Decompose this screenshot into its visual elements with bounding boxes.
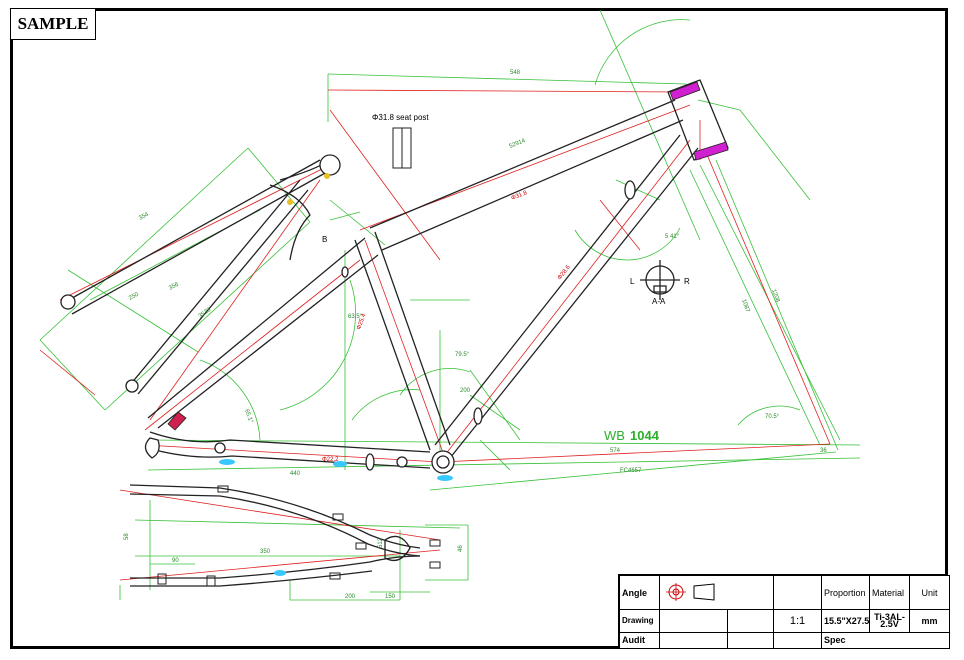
bottom-bracket	[431, 450, 455, 474]
projection-symbol	[659, 574, 774, 611]
centerlines	[39, 89, 831, 581]
frame-tubes	[64, 79, 729, 587]
chainstay-topview-upper	[129, 484, 421, 557]
dim-46: 46	[458, 545, 464, 552]
seat-stay	[147, 237, 379, 429]
dim-200b: 200	[345, 594, 356, 600]
dim-150: 150	[385, 594, 396, 600]
chain-stay	[149, 431, 431, 469]
dim-36: 36	[820, 448, 827, 454]
rear-dropout	[144, 437, 160, 459]
top-tube	[369, 99, 684, 251]
unit-value: mm	[909, 609, 950, 633]
projection-icon	[666, 582, 715, 601]
wheelbase-value: 1044	[630, 428, 660, 443]
unit-label: Unit	[909, 574, 950, 611]
seat-tube	[354, 231, 451, 451]
audit-label: Audit	[619, 631, 660, 650]
scale-value: 1:1	[773, 609, 822, 633]
dim-tube-dia-top: Φ31.8	[511, 190, 529, 202]
section-mark-right: R	[684, 277, 690, 286]
dropout-circle	[60, 294, 76, 310]
dim-1087: 1087	[740, 299, 750, 314]
dim-tube-dia-down: Φ28.6	[557, 264, 572, 281]
wheelbase-prefix: WB	[604, 428, 625, 443]
dim-stay-inner: 356	[168, 281, 180, 291]
dim-angle-seat: 79.5°	[455, 352, 470, 358]
material-label: Material	[869, 574, 910, 611]
chainstay-topview-lower	[130, 555, 421, 587]
dim-fc: FC4657	[620, 468, 642, 474]
dim-angle-stay: 65.1°	[243, 409, 254, 425]
dim-350: 350	[260, 549, 271, 555]
section-mark-label: A-A	[652, 297, 666, 306]
highlight-parts	[167, 81, 729, 576]
section-mark-left: L	[630, 277, 635, 286]
seat-stay-top-circle	[319, 154, 341, 176]
dim-angle-2: 63.5°	[348, 314, 363, 320]
dim-1208: 1208	[770, 289, 780, 304]
dim-512: 512	[378, 537, 384, 548]
title-block: Angle Proportion Material Unit Drawing	[618, 574, 950, 650]
drawing-label: Drawing	[619, 609, 660, 633]
cable-guide	[365, 453, 375, 471]
sheet-border	[10, 8, 948, 649]
dim-200: 200	[460, 388, 471, 394]
proportion-value: 15.5"X27.5"	[821, 609, 870, 633]
dimension-lines	[39, 9, 861, 601]
dim-chainstay: 440	[290, 471, 301, 477]
proportion-label: Proportion	[821, 574, 870, 611]
dim-tube-dia-seat: Φ25.4	[356, 313, 367, 331]
braze-on-marks	[157, 127, 441, 587]
material-value: Ti-3AL-2.5V	[869, 609, 910, 633]
angle-label: Angle	[619, 574, 660, 611]
sample-stamp: SAMPLE	[10, 8, 96, 40]
dim-tube-dia-chain: Φ22.2	[322, 457, 339, 463]
dim-angle-fork: 70.5°	[765, 414, 780, 420]
bottle-boss	[624, 180, 636, 200]
dim-90: 90	[172, 558, 179, 564]
dropout-circle-2	[125, 379, 139, 393]
down-tube	[434, 134, 699, 459]
chainstay-yoke	[384, 535, 411, 562]
spec-label: Spec	[821, 631, 950, 650]
dim-stay-length: 354	[138, 211, 150, 221]
bb-boss	[396, 456, 408, 468]
dim-top-tube: 52914	[509, 138, 527, 150]
dim-top-length: 548	[510, 70, 521, 76]
seatstay-topview	[64, 159, 328, 395]
dim-angle-head: 5 41°	[665, 234, 680, 240]
dim-58: 58	[124, 533, 130, 540]
dim-front-center: 574	[610, 448, 621, 454]
point-mark-b: B	[322, 235, 327, 244]
head-tube	[667, 79, 729, 161]
dim-stay-250: 250	[128, 291, 140, 301]
frame-joints	[60, 154, 680, 474]
seat-post-note: Φ31.8 seat post	[372, 113, 429, 122]
